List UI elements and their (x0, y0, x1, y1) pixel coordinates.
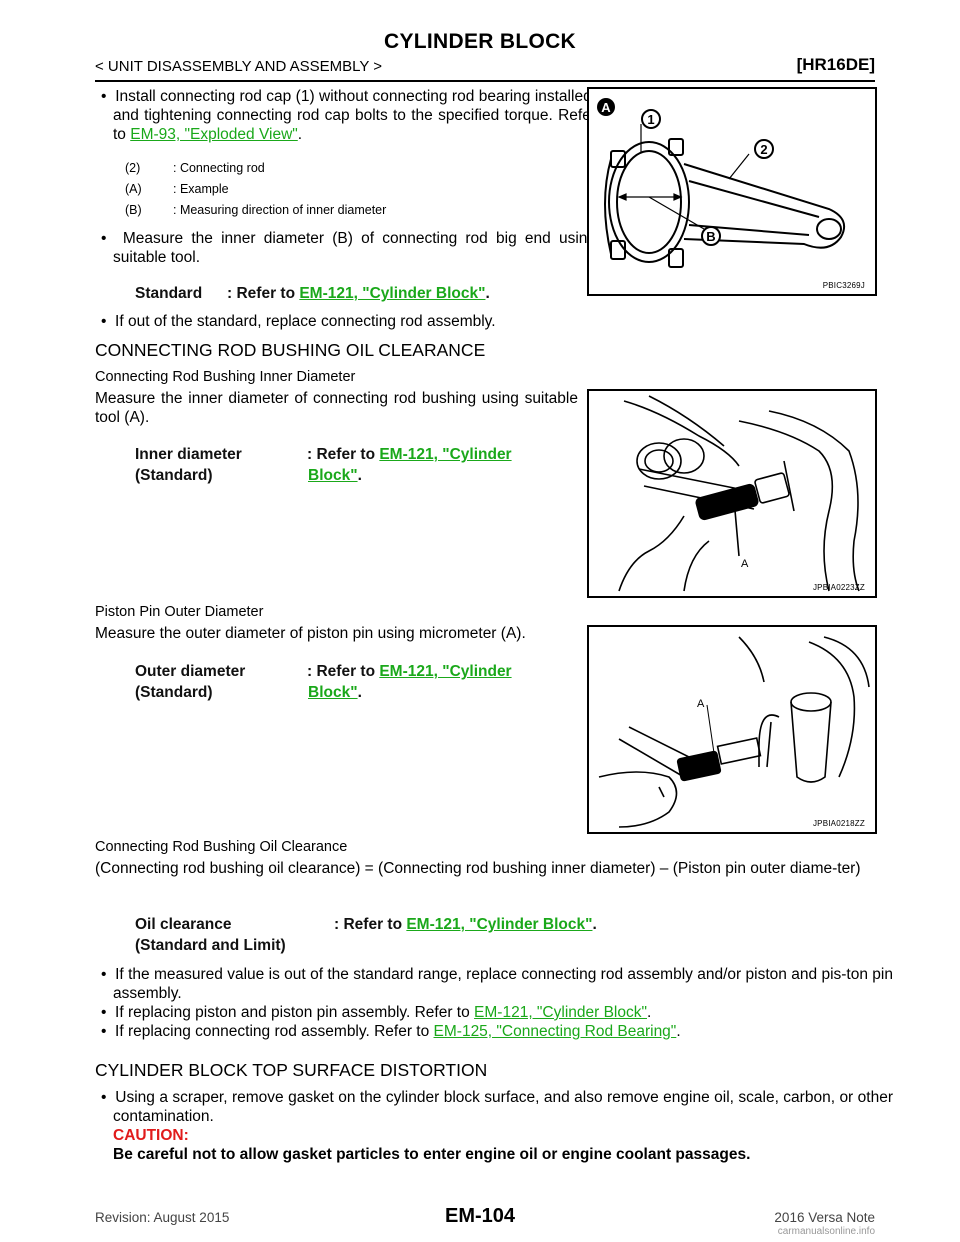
bullet-replace-rod: • If out of the standard, replace connec… (101, 313, 496, 330)
label-1-icon: 1 (641, 109, 661, 129)
link-em-121[interactable]: EM-121, "Cylinder Block" (474, 1004, 647, 1021)
link-em-121[interactable]: EM-121, "Cylinder Block" (299, 285, 486, 302)
text-measure-inner-diameter: Measure the inner diameter of connecting… (95, 390, 578, 426)
link-em-125[interactable]: EM-125, "Connecting Rod Bearing" (433, 1023, 677, 1040)
figure-code: PBIC3269J (822, 281, 865, 290)
figure-connecting-rod: A 1 2 B PBIC3269J (587, 87, 877, 296)
watermark: carmanualsonline.info (777, 1226, 875, 1237)
bullet-scraper: • Using a scraper, remove gasket on the … (101, 1089, 893, 1125)
subheading-bushing-inner-diameter: Connecting Rod Bushing Inner Diameter (95, 369, 356, 385)
breadcrumb: < UNIT DISASSEMBLY AND ASSEMBLY > (95, 58, 383, 75)
caution-text: Be careful not to allow gasket particles… (113, 1146, 751, 1163)
header-rule (95, 80, 875, 82)
figure-code: JPBIA0223ZZ (812, 583, 865, 592)
link-em-121-cont[interactable]: Block" (308, 684, 358, 701)
figure-label-a: A (741, 558, 749, 570)
engine-code: [HR16DE] (796, 55, 875, 74)
micrometer-illustration: A (598, 636, 870, 828)
link-em-121[interactable]: EM-121, "Cylinder Block" (406, 916, 593, 933)
heading-top-surface-distortion: CYLINDER BLOCK TOP SURFACE DISTORTION (95, 1060, 488, 1080)
legend-item: (2): Connecting rod (125, 161, 265, 175)
legend-item: (A): Example (125, 182, 229, 196)
spec-standard: Standard: Refer to EM-121, "Cylinder Blo… (135, 285, 490, 302)
link-em-121[interactable]: EM-121, "Cylinder (379, 663, 512, 680)
bushing-measurement-illustration: A (618, 395, 860, 592)
link-em-93[interactable]: EM-93, "Exploded View" (130, 126, 298, 143)
figure-code: JPBIA0218ZZ (812, 819, 865, 828)
legend-item: (B): Measuring direction of inner diamet… (125, 203, 387, 217)
figure-micrometer: A JPBIA0218ZZ (587, 625, 877, 834)
figure-label-a: A (697, 698, 705, 710)
label-b-icon: B (701, 226, 721, 246)
svg-text:A: A (601, 100, 611, 115)
svg-text:2: 2 (760, 142, 767, 157)
bullet-replacing-rod: • If replacing connecting rod assembly. … (101, 1023, 681, 1040)
label-a-icon: A (597, 98, 615, 116)
label-2-icon: 2 (754, 139, 774, 159)
bullet-install-rod-cap: • Install connecting rod cap (1) without… (101, 88, 596, 143)
model-name: 2016 Versa Note (774, 1210, 875, 1225)
page-number: EM-104 (444, 1205, 516, 1227)
link-em-121[interactable]: EM-121, "Cylinder (379, 446, 512, 463)
bullet-out-of-range: • If the measured value is out of the st… (101, 966, 893, 1002)
svg-text:1: 1 (647, 112, 654, 127)
link-em-121-cont[interactable]: Block" (308, 467, 358, 484)
heading-rod-bushing-oil-clearance: CONNECTING ROD BUSHING OIL CLEARANCE (95, 340, 486, 360)
bullet-measure-big-end: • Measure the inner diameter (B) of conn… (101, 230, 596, 266)
text-clearance-formula: (Connecting rod bushing oil clearance) =… (95, 860, 861, 877)
connecting-rod-illustration: A 1 2 B (597, 98, 845, 268)
caution-block: CAUTION: Be careful not to allow gasket … (113, 1126, 873, 1164)
svg-text:B: B (706, 229, 715, 244)
revision-date: Revision: August 2015 (95, 1210, 230, 1225)
subheading-oil-clearance: Connecting Rod Bushing Oil Clearance (95, 839, 348, 855)
caution-label: CAUTION: (113, 1127, 189, 1144)
bullet-replacing-piston: • If replacing piston and piston pin ass… (101, 1004, 652, 1021)
text-measure-outer-diameter: Measure the outer diameter of piston pin… (95, 625, 526, 642)
page-title: CYLINDER BLOCK (383, 30, 577, 53)
figure-bushing-measurement: A JPBIA0223ZZ (587, 389, 877, 598)
subheading-piston-pin-outer-diameter: Piston Pin Outer Diameter (95, 604, 264, 620)
figure-legend: (2): Connecting rod (A): Example (B): Me… (125, 158, 386, 221)
